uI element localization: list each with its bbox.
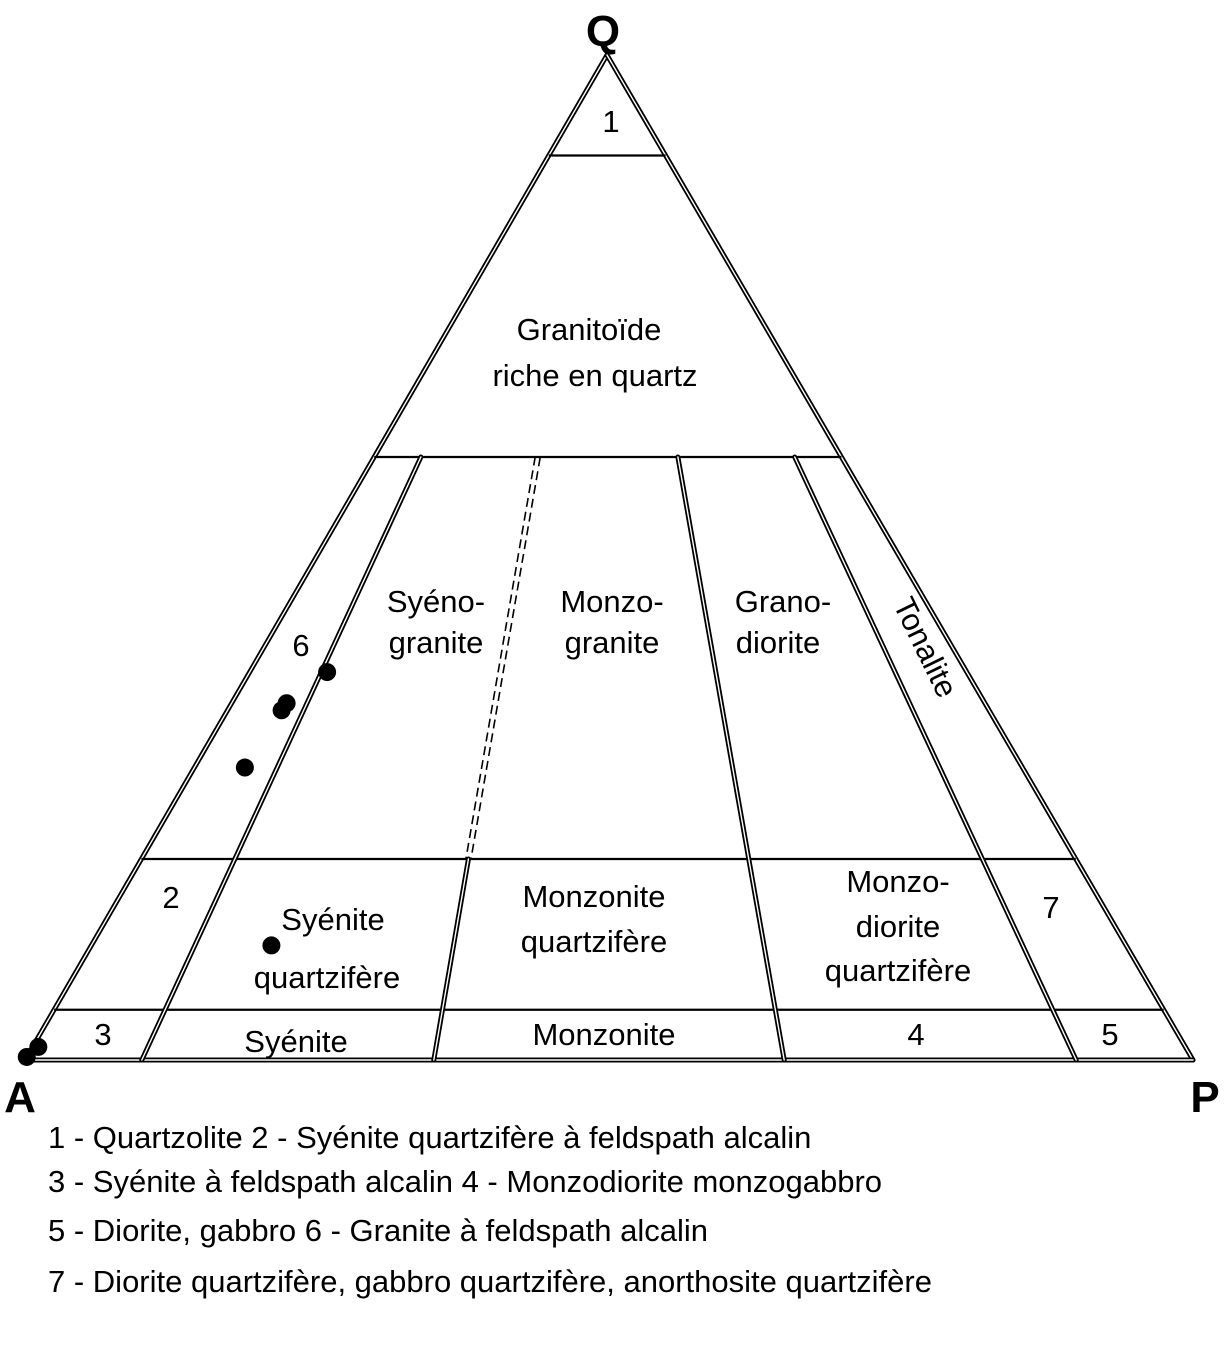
syenite-q-label-1: Syénite (281, 902, 384, 937)
p-boundary-10 (141, 456, 422, 1061)
p-boundary-35-dashed (465, 456, 537, 859)
data-point-5 (262, 936, 281, 955)
p-boundary-90 (793, 456, 1077, 1061)
syenite-q-label-2: quartzifère (254, 960, 400, 995)
field-1-label: 1 (602, 104, 619, 139)
field-boundaries (22, 52, 1196, 1063)
vertex-a: A (4, 1073, 36, 1122)
legend-line-2: 3 - Syénite à feldspath alcalin 4 - Monz… (48, 1164, 882, 1199)
triangle-edge-aq (24, 54, 608, 1061)
granitoide-label-2: riche en quartz (492, 358, 697, 393)
vertex-p: P (1190, 1073, 1219, 1122)
syenite-label: Syénite (244, 1024, 347, 1059)
field-2-label: 2 (162, 880, 179, 915)
data-point-1 (318, 663, 337, 682)
field-6-label: 6 (292, 628, 309, 663)
monzogranite-label-2: granite (565, 625, 660, 660)
monzodiorite-q-label-2: diorite (856, 909, 940, 944)
monzodiorite-q-label-1: Monzo- (846, 864, 949, 899)
field-7-label: 7 (1042, 890, 1059, 925)
granodiorite-label-1: Grano- (735, 584, 831, 619)
legend-line-1: 1 - Quartzolite 2 - Syénite quartzifère … (48, 1120, 811, 1155)
data-points (17, 663, 337, 1066)
data-point-4 (235, 758, 254, 777)
granitoide-label-1: Granitoïde (517, 312, 662, 347)
legend-line-4: 7 - Diorite quartzifère, gabbro quartzif… (48, 1264, 932, 1299)
legend-line-3: 5 - Diorite, gabbro 6 - Granite à feldsp… (48, 1213, 708, 1248)
monzonite-q-label-1: Monzonite (522, 879, 665, 914)
triangle-edge-qp (606, 54, 1194, 1061)
field-3-label: 3 (94, 1017, 111, 1052)
data-point-3 (272, 701, 291, 720)
syenogranite-label-2: granite (389, 625, 484, 660)
monzonite-label: Monzonite (532, 1017, 675, 1052)
field-5-label: 5 (1101, 1017, 1118, 1052)
p-boundary-35-dashed (470, 457, 541, 860)
monzodiorite-q-label-3: quartzifère (825, 953, 971, 988)
monzogranite-label-1: Monzo- (560, 584, 663, 619)
p-boundary-65 (677, 456, 785, 1061)
monzonite-q-label-2: quartzifère (521, 924, 667, 959)
vertex-q: Q (586, 7, 620, 56)
syenogranite-label-1: Syéno- (387, 584, 485, 619)
data-point-7 (17, 1047, 36, 1066)
granodiorite-label-2: diorite (736, 625, 820, 660)
field-4-label: 4 (907, 1017, 924, 1052)
p-boundary-35 (433, 858, 470, 1061)
